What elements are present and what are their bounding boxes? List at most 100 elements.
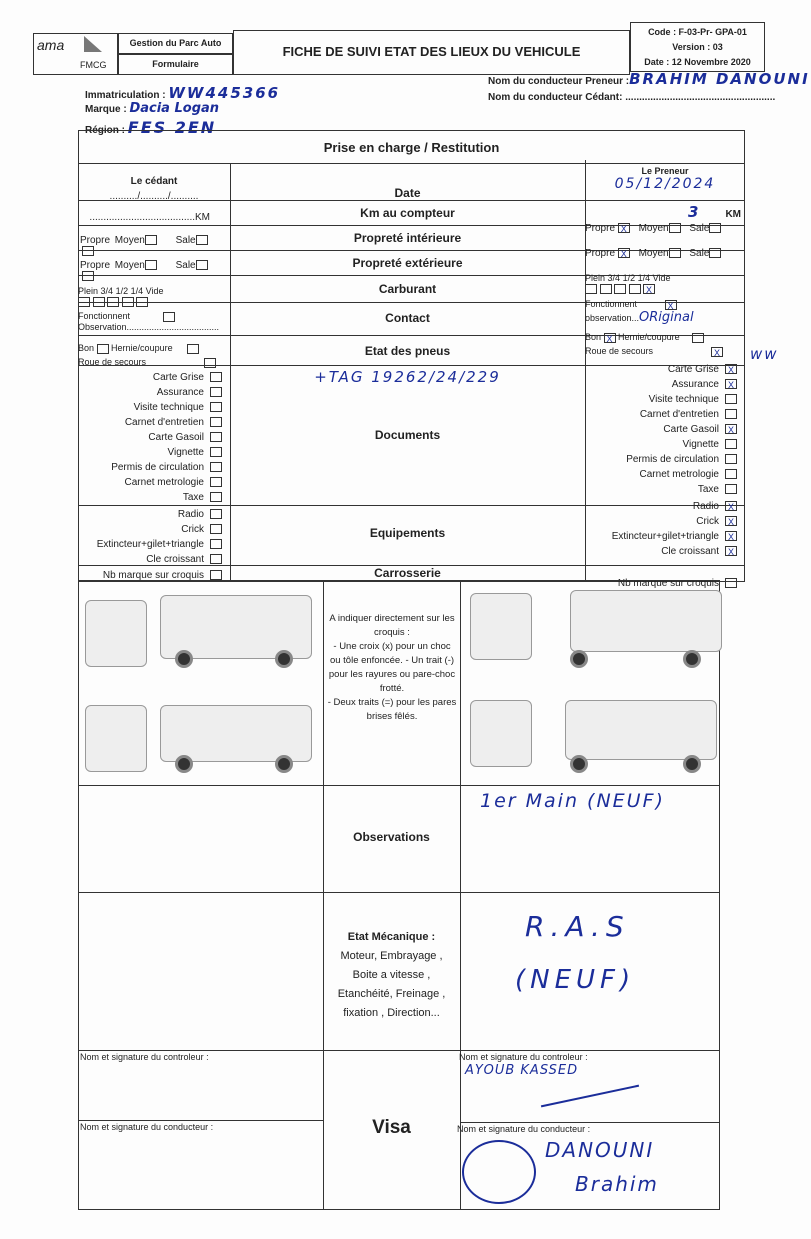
logo-fmcg: FMCG bbox=[80, 60, 107, 70]
conducteur-name-1[interactable]: DANOUNI bbox=[545, 1138, 655, 1162]
checkbox[interactable] bbox=[210, 372, 222, 382]
table-title: Prise en charge / Restitution bbox=[323, 140, 500, 155]
checkbox-checked[interactable]: X bbox=[711, 346, 724, 358]
checklist-label: Crick bbox=[181, 524, 204, 535]
checkbox[interactable] bbox=[585, 283, 597, 294]
checklist-item: Permis de circulation bbox=[78, 460, 230, 475]
observation-left[interactable]: Observation.............................… bbox=[78, 321, 220, 332]
checklist-item: Carnet d'entretien bbox=[585, 407, 745, 422]
checkbox[interactable] bbox=[210, 402, 222, 412]
checkbox[interactable] bbox=[725, 394, 737, 404]
checkbox[interactable] bbox=[210, 570, 222, 580]
checkbox[interactable] bbox=[195, 235, 208, 246]
checkbox[interactable] bbox=[204, 357, 217, 368]
mecanique-info: Etat Mécanique : Moteur, Embrayage , Boi… bbox=[328, 928, 455, 1023]
checkbox[interactable] bbox=[725, 439, 737, 449]
checkbox[interactable] bbox=[725, 409, 737, 419]
marque-field: Marque : Dacia Logan bbox=[85, 101, 219, 116]
checkbox-checked[interactable]: X bbox=[643, 283, 656, 295]
sig-controleur-right: Nom et signature du controleur : bbox=[459, 1052, 588, 1062]
checkbox[interactable] bbox=[210, 432, 222, 442]
checkbox[interactable] bbox=[725, 578, 737, 588]
checkbox-checked[interactable]: X bbox=[725, 516, 737, 527]
checkbox-checked[interactable]: X bbox=[725, 424, 737, 435]
region-value: FES 2EN bbox=[127, 118, 217, 137]
pneus-left: Bon Hernie/coupure Roue de secours bbox=[78, 341, 230, 369]
checkbox-checked[interactable]: X bbox=[603, 332, 616, 344]
checkbox[interactable] bbox=[210, 387, 222, 397]
checkbox[interactable] bbox=[162, 311, 175, 322]
checkbox[interactable] bbox=[692, 332, 705, 343]
checkbox-checked[interactable]: X bbox=[617, 248, 630, 259]
mecanique-detail: Moteur, Embrayage , Boite a vitesse , Et… bbox=[337, 950, 446, 1019]
checkbox[interactable] bbox=[668, 223, 681, 234]
checkbox[interactable] bbox=[78, 296, 90, 307]
checkbox[interactable] bbox=[725, 454, 737, 464]
km-unit: KM bbox=[725, 209, 741, 220]
checklist-label: Radio bbox=[177, 509, 204, 520]
checkbox[interactable] bbox=[82, 246, 95, 257]
checkbox[interactable] bbox=[144, 260, 157, 271]
checkbox[interactable] bbox=[82, 271, 95, 282]
date-left: ........../........../.......... bbox=[109, 191, 199, 202]
checkbox[interactable] bbox=[725, 484, 737, 494]
checkbox[interactable] bbox=[628, 283, 641, 294]
checkbox[interactable] bbox=[144, 235, 157, 246]
checkbox[interactable] bbox=[187, 343, 200, 354]
cedant-value: ........................................… bbox=[625, 92, 776, 103]
checkbox-checked[interactable]: X bbox=[725, 364, 737, 375]
preneur-header: Le Preneur bbox=[641, 166, 689, 176]
checkbox[interactable] bbox=[121, 296, 134, 307]
nb-marque-label: Nb marque sur croquis bbox=[102, 570, 204, 581]
checkbox-checked[interactable]: X bbox=[617, 223, 630, 234]
croquis-instructions: A indiquer directement sur les croquis :… bbox=[327, 612, 457, 724]
checkbox[interactable] bbox=[210, 524, 222, 534]
checkbox[interactable] bbox=[210, 462, 222, 472]
checkbox-checked[interactable]: X bbox=[664, 299, 677, 311]
checkbox[interactable] bbox=[725, 469, 737, 479]
observation-right-label: observation... bbox=[585, 312, 640, 323]
checkbox[interactable] bbox=[210, 492, 222, 502]
checklist-label: Permis de circulation bbox=[626, 454, 719, 465]
row-km: ......................................KM… bbox=[78, 200, 745, 226]
checkbox[interactable] bbox=[614, 283, 627, 294]
checkbox-checked[interactable]: X bbox=[725, 546, 737, 557]
checkbox[interactable] bbox=[709, 248, 722, 259]
checkbox[interactable] bbox=[599, 283, 612, 294]
observation-right[interactable]: ORiginal bbox=[639, 309, 694, 325]
checkbox[interactable] bbox=[210, 417, 222, 427]
checkbox[interactable] bbox=[210, 539, 222, 549]
conducteur-name-2[interactable]: Brahim bbox=[575, 1172, 659, 1196]
checklist-item: Extincteur+gilet+triangle bbox=[78, 537, 230, 552]
checkbox[interactable] bbox=[136, 296, 149, 307]
checkbox-checked[interactable]: X bbox=[725, 379, 737, 390]
checkbox[interactable] bbox=[195, 260, 208, 271]
observations-label: Observations bbox=[353, 830, 430, 844]
checkbox[interactable] bbox=[210, 554, 222, 564]
checkbox[interactable] bbox=[668, 248, 681, 259]
checkbox[interactable] bbox=[210, 477, 222, 487]
logo-ama: ama bbox=[37, 37, 65, 53]
observations-value[interactable]: 1er Main (NEUF) bbox=[480, 790, 665, 812]
checkbox[interactable] bbox=[210, 447, 222, 457]
controleur-name[interactable]: AYOUB KASSED bbox=[465, 1063, 579, 1078]
checkbox-checked[interactable]: X bbox=[725, 501, 737, 512]
date-right[interactable]: 05/12/2024 bbox=[614, 176, 716, 192]
checklist-label: Permis de circulation bbox=[111, 462, 204, 473]
mecanique-value-2[interactable]: (NEUF) bbox=[515, 965, 636, 995]
checklist-item: Carte Gasoil bbox=[78, 430, 230, 445]
checkbox[interactable] bbox=[709, 223, 722, 234]
mecanique-value[interactable]: R.A.S bbox=[525, 910, 630, 943]
checkbox[interactable] bbox=[210, 509, 222, 519]
checkbox[interactable] bbox=[92, 296, 105, 307]
checkbox[interactable] bbox=[96, 343, 109, 354]
checkbox[interactable] bbox=[107, 296, 120, 307]
checklist-label: Cle croissant bbox=[661, 546, 719, 557]
bon-label: Bon bbox=[78, 343, 95, 353]
checkbox-checked[interactable]: X bbox=[725, 531, 737, 542]
row-propreté-ext: Propre Moyen Sale Propreté extérieure Pr… bbox=[78, 248, 745, 282]
row-propreté-int: Propre Moyen Sale Propreté intérieure Pr… bbox=[78, 223, 745, 257]
checklist-item: Taxe bbox=[78, 490, 230, 505]
